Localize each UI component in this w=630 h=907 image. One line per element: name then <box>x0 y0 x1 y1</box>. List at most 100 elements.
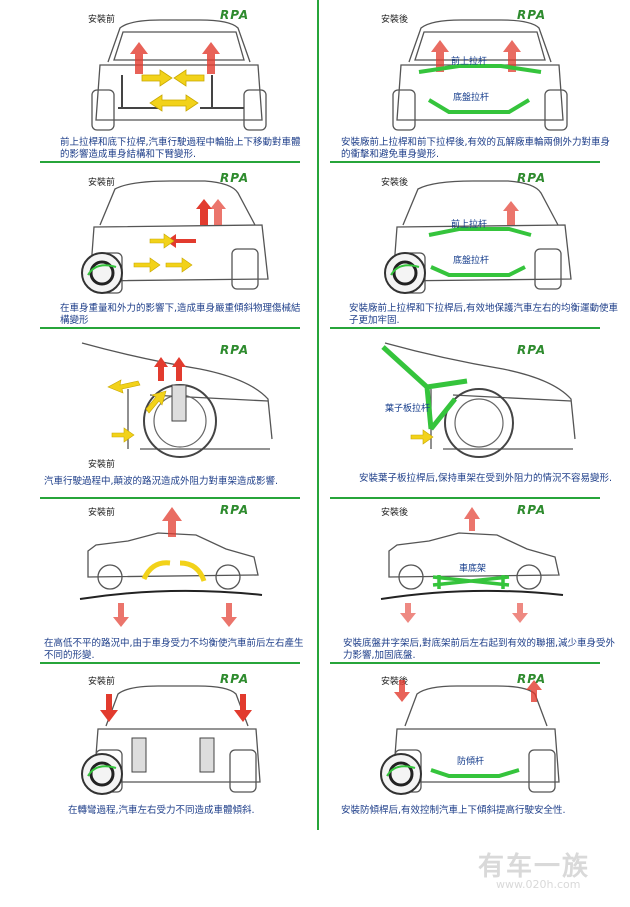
part-label: 車底架 <box>459 562 486 574</box>
panel-row1-right: 安裝後 RPA 前上拉杆 底盤拉杆 安裝廠前上拉桿和前下拉桿後,有效的瓦解廠車輪… <box>319 0 630 160</box>
red-arrow-up-icon <box>130 42 148 74</box>
yellow-arrow-icon <box>145 390 167 414</box>
red-arrow-left-icon <box>166 234 196 248</box>
after-tag: 安裝後 <box>381 15 409 25</box>
rpa-logo: RPA <box>517 171 547 185</box>
panel-caption: 在轉彎過程,汽車左右受力不同造成車體傾斜. <box>68 805 255 816</box>
yellow-double-arrow-icon <box>149 94 199 112</box>
steering-wheel-icon <box>81 753 123 795</box>
yellow-arrow-icon <box>107 379 141 394</box>
anti-roll-bar <box>430 768 520 778</box>
row-divider-4b <box>330 662 600 664</box>
rpa-logo: RPA <box>220 171 250 185</box>
row-divider-1 <box>40 161 300 163</box>
watermark-url: www.020h.com <box>496 878 581 891</box>
before-tag: 安裝前 <box>88 677 116 687</box>
part-label: 防傾杆 <box>457 755 484 767</box>
panel-row5-left: 安裝前 RPA 在轉彎過程,汽車左右受力不同造成車體傾斜. <box>0 664 317 830</box>
panel-caption: 安裝廠前上拉桿和下拉桿后,有效地保護汽車左右的均衡運動使車子更加牢固. <box>349 303 619 326</box>
part-label: 底盤拉杆 <box>453 254 489 266</box>
before-tag: 安裝前 <box>88 460 116 470</box>
red-arrow-down-icon <box>221 603 237 627</box>
red-arrow-down-icon <box>234 694 252 722</box>
car-tilted-illustration <box>81 180 269 294</box>
panel-row2-left: 安裝前 RPA 在車身重量和外力的影響下,造成車身嚴重傾斜物理傷械結構變形 <box>0 163 317 327</box>
yellow-arrow-icon <box>165 257 193 273</box>
lower-chassis-bar <box>427 98 531 114</box>
steering-wheel-icon <box>81 252 123 294</box>
rpa-logo: RPA <box>517 8 547 22</box>
red-arrow-up-icon <box>503 201 519 225</box>
panel-caption: 安裝防傾桿后,有效控制汽車上下傾斜提高行駛安全性. <box>341 805 566 816</box>
yellow-curved-arrow-icon <box>141 560 171 581</box>
panel-row4-right: 安裝後 RPA 車底架 安裝底盤井字架后,對底架前后左右起到有效的聯捆,減少車身… <box>319 499 630 662</box>
before-tag: 安裝前 <box>88 508 116 518</box>
row-divider-3 <box>40 497 300 499</box>
part-label: 前上拉杆 <box>451 55 487 67</box>
red-arrow-down-icon <box>394 680 410 702</box>
panel-caption: 汽車行駛過程中,顛波的路況造成外阻力對車架造成影響. <box>44 476 279 487</box>
panel-caption: 安裝廠前上拉桿和前下拉桿後,有效的瓦解廠車輪兩側外力對車身的衝擊和避免車身變形. <box>341 137 611 160</box>
steering-wheel-icon <box>380 753 422 795</box>
panel-row2-right: 安裝後 RPA 前上拉杆 底盤拉杆 安裝廠前上拉桿和下拉桿后,有效地保護汽車左右… <box>319 163 630 327</box>
rpa-logo: RPA <box>517 343 547 357</box>
red-arrow-up-icon <box>210 199 226 225</box>
red-arrow-down-icon <box>113 603 129 627</box>
red-arrow-down-icon <box>512 603 528 623</box>
car-sedan-side-illustration <box>79 507 263 627</box>
rpa-logo: RPA <box>220 503 250 517</box>
row-divider-2 <box>40 327 300 329</box>
car-antiroll-illustration: 防傾杆 <box>380 680 560 795</box>
row-divider-2b <box>330 327 600 329</box>
red-arrow-up-icon <box>196 199 212 225</box>
car-front-illustration <box>91 19 267 131</box>
yellow-arrow-icon <box>149 233 175 249</box>
panel-caption: 安裝底盤井字架后,對底架前后左右起到有效的聯捆,減少車身受外力影響,加固底盤. <box>343 638 616 661</box>
front-upper-bar <box>418 64 542 74</box>
yellow-curved-arrow-icon <box>179 560 207 582</box>
panel-caption: 在高低不平的路況中,由于車身受力不均衡使汽車前后左右產生不同的形變. <box>44 638 304 661</box>
fender-brace-bar <box>381 345 468 431</box>
wheel <box>444 388 514 458</box>
red-arrow-down-icon <box>100 694 118 722</box>
chassis-cross-brace <box>432 575 510 589</box>
car-sedan-braced-illustration: 車底架 <box>380 507 564 623</box>
after-tag: 安裝後 <box>381 677 409 687</box>
before-tag: 安裝前 <box>88 178 116 188</box>
rpa-logo: RPA <box>220 672 250 686</box>
row-divider-1b <box>330 161 600 163</box>
panel-caption: 前上拉桿和底下拉桿,汽車行駛過程中輪胎上下移動對車體的影響造成車身結構和下臂變形… <box>60 137 301 160</box>
part-label: 底盤拉杆 <box>453 91 489 103</box>
car-side-wheel-illustration <box>81 342 273 458</box>
panel-row3-left: RPA 安裝前 汽車行駛過程中,顛波的路況造成外阻力對車架造成影響. <box>0 329 317 497</box>
lower-chassis-bar <box>430 265 526 277</box>
yellow-arrow-icon <box>133 257 161 273</box>
yellow-arrow-icon <box>141 69 173 87</box>
row-divider-4 <box>40 662 300 664</box>
red-arrow-up-icon <box>202 42 220 74</box>
after-tag: 安裝後 <box>381 508 409 518</box>
car-braced-illustration: 前上拉杆 底盤拉杆 <box>384 180 572 294</box>
part-label: 葉子板拉杆 <box>385 402 430 414</box>
panel-row5-right: 安裝後 RPA 防傾杆 安裝防傾桿后,有效控制汽車上下傾斜提高行駛安全性. <box>319 664 630 830</box>
center-divider <box>317 0 319 830</box>
yellow-arrow-icon <box>173 69 205 87</box>
watermark-brand: 有车一族 <box>478 852 591 882</box>
red-arrow-up-icon <box>172 357 186 381</box>
before-tag: 安裝前 <box>88 15 116 25</box>
front-upper-bar <box>428 227 532 237</box>
red-arrow-up-icon <box>154 357 168 381</box>
rpa-logo: RPA <box>220 343 250 357</box>
car-side-braced-illustration: 葉子板拉杆 <box>381 342 576 458</box>
rpa-logo: RPA <box>220 8 250 22</box>
red-arrow-up-icon <box>526 680 542 702</box>
red-arrow-up-icon <box>503 40 521 72</box>
panel-caption: 在車身重量和外力的影響下,造成車身嚴重傾斜物理傷械結構變形 <box>60 303 301 326</box>
row-divider-3b <box>330 497 600 499</box>
red-arrow-up-icon <box>464 507 480 531</box>
after-tag: 安裝後 <box>381 178 409 188</box>
red-arrow-down-icon <box>400 603 416 623</box>
red-arrow-up-icon <box>162 507 182 537</box>
panel-row3-right: RPA 葉子板拉杆 安裝葉子板拉桿后,保持車架在受到外阻力的情況不容易變形. <box>319 329 630 497</box>
